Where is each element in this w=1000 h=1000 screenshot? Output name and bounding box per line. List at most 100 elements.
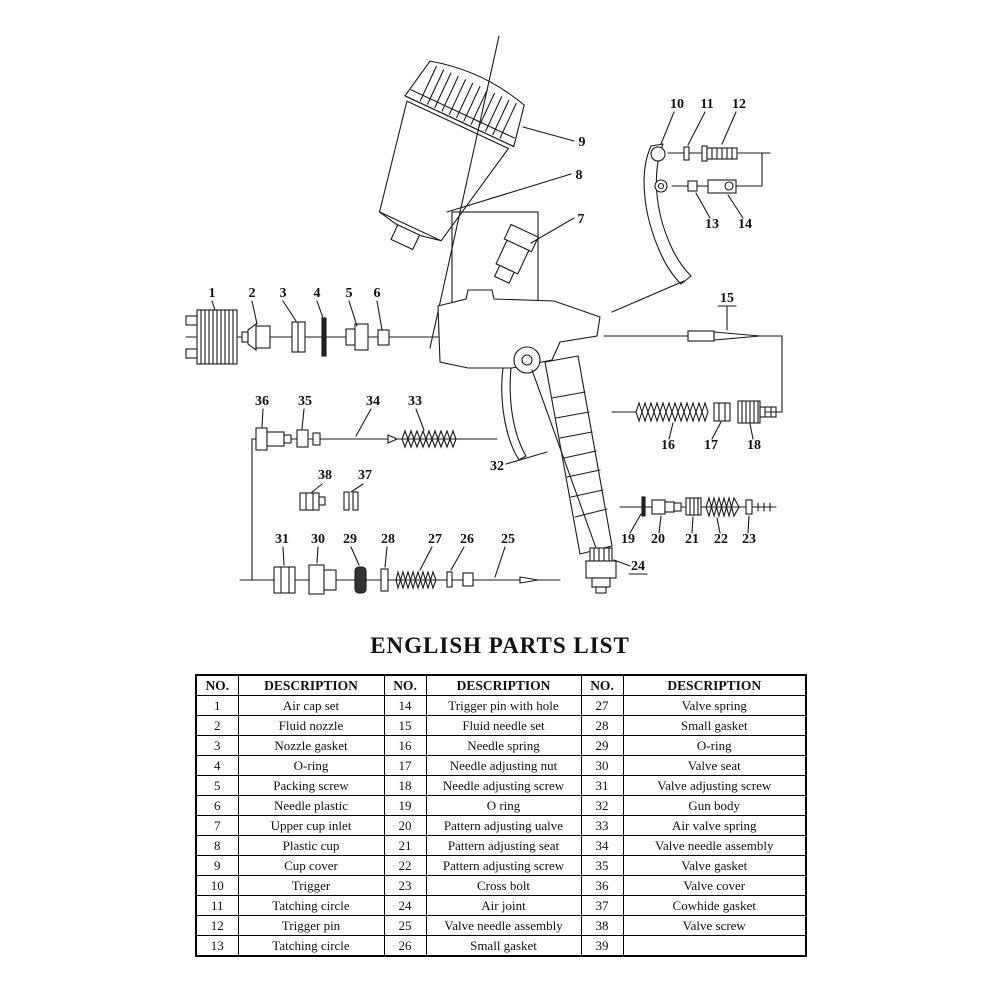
part-no-cell: 21 (383, 835, 427, 856)
col-header-no: NO. (383, 674, 427, 696)
part-no-cell: 8 (195, 835, 239, 856)
col-header-description: DESCRIPTION (425, 674, 582, 696)
cup-part (378, 60, 525, 251)
callout-28: 28 (381, 532, 395, 547)
packing-screw-part (345, 323, 369, 351)
part-description-cell: O ring (425, 795, 582, 816)
callout-12: 12 (732, 97, 746, 112)
part-description-cell: Valve needle assembly (425, 915, 582, 936)
part-description-cell: Trigger (237, 875, 385, 896)
callout-10: 10 (670, 97, 684, 112)
valve-cover-row (251, 408, 498, 581)
callout-18: 18 (747, 438, 761, 453)
needle-plastic-part (377, 329, 390, 346)
needle-spring-row (611, 400, 783, 440)
part-description-cell: Small gasket (425, 935, 582, 957)
callout-33: 33 (408, 394, 422, 409)
callout-30: 30 (311, 532, 325, 547)
callout-13: 13 (705, 217, 719, 232)
part-no-cell: 9 (195, 855, 239, 876)
part-description-cell: Valve adjusting screw (622, 775, 807, 796)
part-no-cell: 38 (580, 915, 624, 936)
part-description-cell: Valve spring (622, 695, 807, 716)
part-no-cell: 39 (580, 935, 624, 957)
trigger-screw-part (701, 145, 738, 162)
callout-15: 15 (720, 291, 734, 306)
part-no-cell: 18 (383, 775, 427, 796)
part-description-cell: Needle adjusting nut (425, 755, 582, 776)
col-header-description: DESCRIPTION (622, 674, 807, 696)
part-no-cell: 5 (195, 775, 239, 796)
part-description-cell: Tatching circle (237, 895, 385, 916)
part-description-cell: Valve gasket (622, 855, 807, 876)
part-no-cell: 10 (195, 875, 239, 896)
part-no-cell: 35 (580, 855, 624, 876)
part-no-cell: 30 (580, 755, 624, 776)
part-description-cell: Pattern adjusting seat (425, 835, 582, 856)
part-description-cell: Fluid needle set (425, 715, 582, 736)
part-description-cell: Gun body (622, 795, 807, 816)
part-no-cell: 15 (383, 715, 427, 736)
callout-31: 31 (275, 532, 289, 547)
callout-14: 14 (738, 217, 752, 232)
part-description-cell: Cup cover (237, 855, 385, 876)
part-description-cell: O-ring (237, 755, 385, 776)
callout-29: 29 (343, 532, 357, 547)
part-description-cell: Needle plastic (237, 795, 385, 816)
callout-2: 2 (249, 286, 256, 301)
fluid-needle-part (603, 305, 783, 413)
part-description-cell: Packing screw (237, 775, 385, 796)
pin-part (687, 180, 698, 192)
callout-9: 9 (579, 135, 586, 150)
callout-24: 24 (631, 559, 645, 574)
part-no-cell: 27 (580, 695, 624, 716)
part-description-cell: Cowhide gasket (622, 895, 807, 916)
trigger-pin-part (683, 146, 690, 161)
callout-1: 1 (209, 286, 216, 301)
pattern-adjust-row (619, 495, 777, 534)
front-parts-row (185, 300, 439, 365)
part-description-cell: Needle spring (425, 735, 582, 756)
col-header-no: NO. (580, 674, 624, 696)
callout-11: 11 (700, 97, 713, 112)
part-no-cell: 31 (580, 775, 624, 796)
part-no-cell: 22 (383, 855, 427, 876)
trigger-part (611, 143, 692, 313)
part-no-cell: 7 (195, 815, 239, 836)
part-no-cell: 1 (195, 695, 239, 716)
part-no-cell: 32 (580, 795, 624, 816)
part-no-cell: 12 (195, 915, 239, 936)
callout-23: 23 (742, 532, 756, 547)
part-description-cell: Needle adjusting screw (425, 775, 582, 796)
gun-body-part (437, 289, 613, 555)
upper-cup-inlet-part (493, 223, 540, 284)
callout-3: 3 (280, 286, 287, 301)
air-joint-part (585, 547, 648, 594)
part-description-cell: Nozzle gasket (237, 735, 385, 756)
callout-35: 35 (298, 394, 312, 409)
part-no-cell: 16 (383, 735, 427, 756)
callout-22: 22 (714, 532, 728, 547)
callout-38: 38 (318, 468, 332, 483)
part-no-cell: 11 (195, 895, 239, 916)
parts-list-title: ENGLISH PARTS LIST (370, 633, 630, 658)
exploded-diagram: 1 2 3 4 5 6 7 8 9 10 11 12 13 14 15 16 1… (185, 35, 783, 595)
part-no-cell: 19 (383, 795, 427, 816)
callout-7: 7 (578, 212, 585, 227)
part-no-cell: 29 (580, 735, 624, 756)
part-description-cell: Trigger pin (237, 915, 385, 936)
col-header-no: NO. (195, 674, 239, 696)
